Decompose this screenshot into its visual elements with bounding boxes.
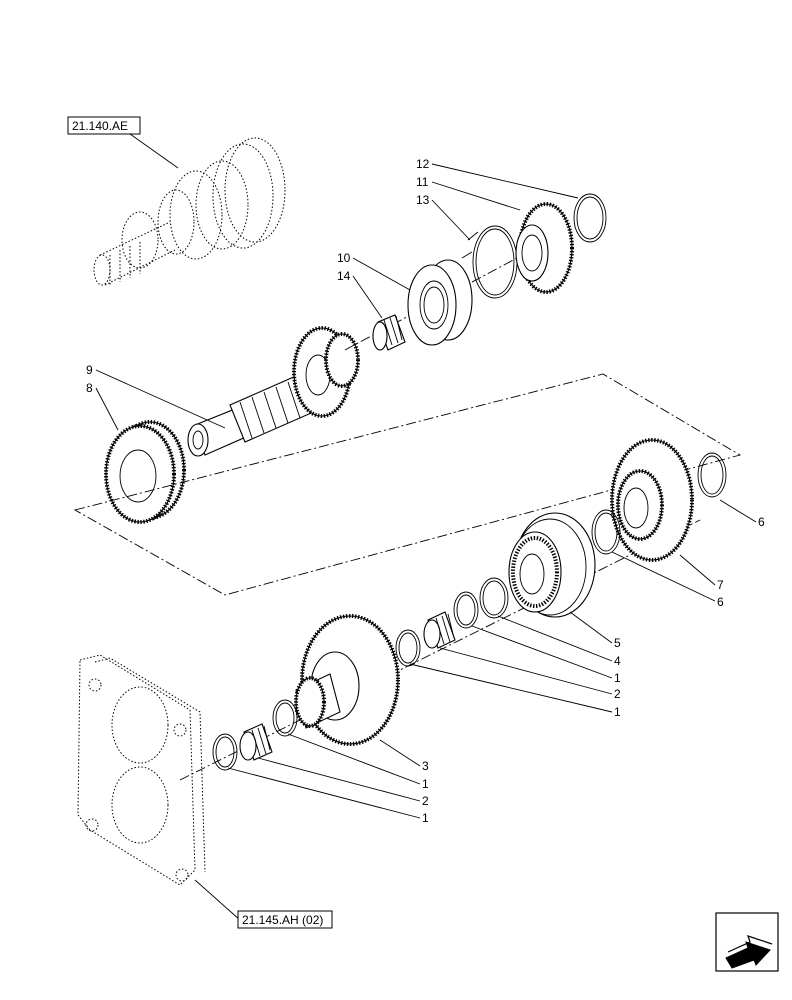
synchronizer-5 bbox=[508, 512, 596, 618]
callout-14: 14 bbox=[337, 269, 351, 283]
callout-10: 10 bbox=[337, 251, 351, 265]
callout-7: 7 bbox=[717, 578, 724, 592]
callout-1-b: 1 bbox=[614, 705, 621, 719]
callout-1-d: 1 bbox=[422, 811, 429, 825]
reference-gear-cluster bbox=[93, 137, 286, 286]
circlip-12 bbox=[573, 193, 607, 243]
reference-21-145-ah-02[interactable]: 21.145.AH (02) bbox=[237, 910, 333, 929]
needle-bearing-2-lower bbox=[239, 723, 273, 761]
callout-3: 3 bbox=[422, 759, 429, 773]
callout-6-upper: 6 bbox=[758, 515, 765, 529]
reference-21-140-ae[interactable]: 21.140.AE bbox=[67, 116, 141, 135]
gear-7 bbox=[610, 438, 694, 562]
needle-bearing-14 bbox=[372, 314, 406, 351]
washer-1-lower bbox=[272, 699, 298, 737]
callout-13: 13 bbox=[416, 193, 430, 207]
callout-12: 12 bbox=[416, 157, 430, 171]
washer-1-upper-b bbox=[395, 629, 421, 667]
callout-11: 11 bbox=[416, 175, 429, 189]
callout-2-a: 2 bbox=[614, 687, 621, 701]
callout-6-lower: 6 bbox=[717, 595, 724, 609]
main-shaft-9 bbox=[187, 326, 360, 457]
svg-text:21.145.AH (02): 21.145.AH (02) bbox=[242, 913, 323, 927]
arrow-navigation-icon[interactable] bbox=[715, 912, 779, 972]
gear-3 bbox=[294, 614, 400, 746]
callout-4: 4 bbox=[614, 654, 621, 668]
circlip-4 bbox=[479, 577, 509, 619]
callout-1-c: 1 bbox=[422, 777, 429, 791]
callout-9: 9 bbox=[86, 363, 93, 377]
svg-text:21.140.AE: 21.140.AE bbox=[72, 119, 128, 133]
circlip-6-upper bbox=[697, 452, 727, 498]
circlip-6-lower bbox=[591, 509, 621, 555]
gear-11 bbox=[515, 202, 574, 294]
washer-1-lowest bbox=[212, 733, 238, 771]
callout-5: 5 bbox=[614, 636, 621, 650]
washer-1-upper bbox=[453, 591, 479, 629]
callout-2-b: 2 bbox=[422, 794, 429, 808]
reference-housing-plate bbox=[77, 654, 206, 886]
ball-bearing-10 bbox=[407, 259, 473, 346]
needle-bearing-2-upper bbox=[423, 611, 456, 649]
gear-8 bbox=[104, 420, 186, 524]
callout-8: 8 bbox=[86, 381, 93, 395]
callout-1-a: 1 bbox=[614, 671, 621, 685]
